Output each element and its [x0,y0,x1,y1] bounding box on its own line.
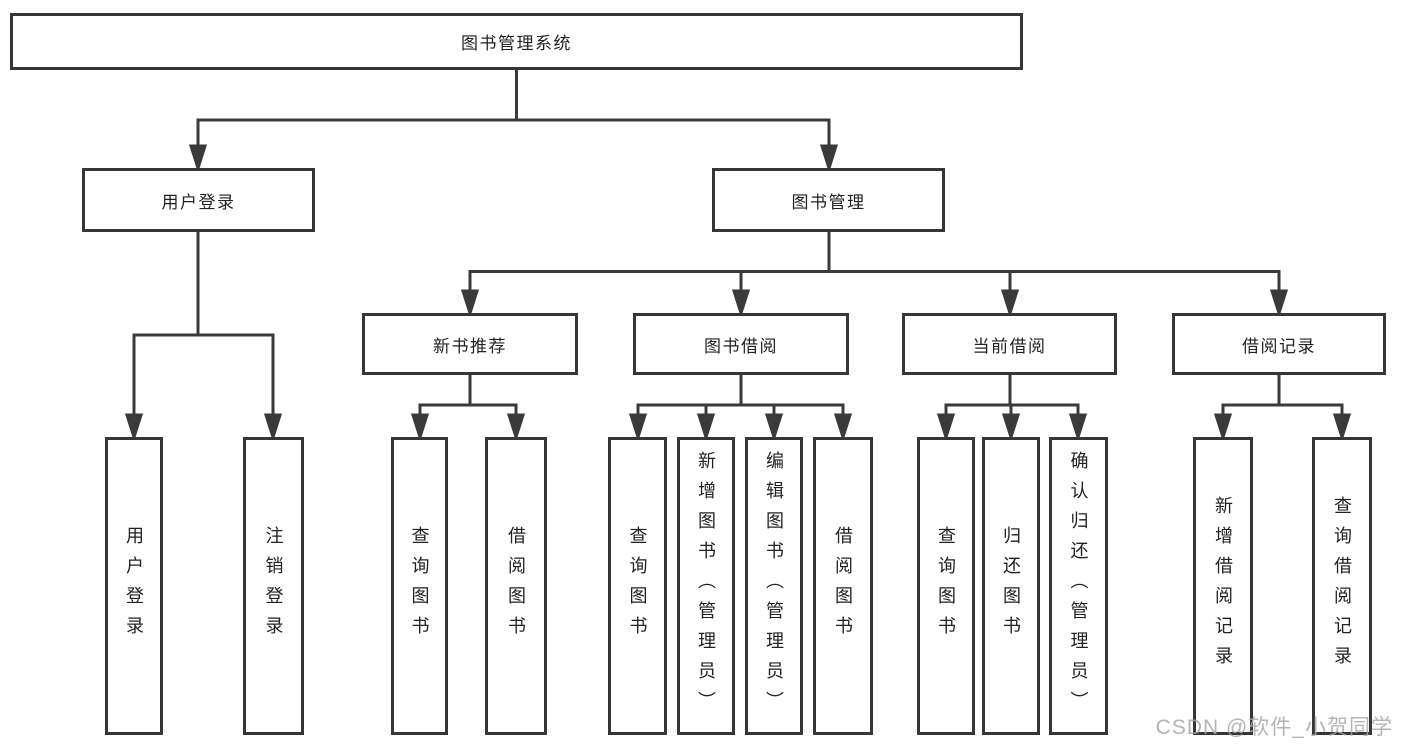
node-borrow-book-recommend: 借阅图书 [485,437,547,735]
node-user-login: 用户登录 [82,168,315,232]
node-book-management-label: 图书管理 [791,192,866,212]
node-query-borrow-record: 查询借阅记录 [1312,437,1372,735]
node-new-book-recommend-label: 新书推荐 [433,336,507,356]
node-borrowing-records-label: 借阅记录 [1242,336,1316,356]
node-borrowing-records: 借阅记录 [1172,313,1386,375]
node-confirm-return-admin-label: 确认归还（管理员） [1068,451,1089,721]
node-add-book-admin: 新增图书（管理员） [677,437,735,735]
node-user-login-action: 用户登录 [105,437,163,735]
node-borrow-book-recommend-label: 借阅图书 [506,526,526,646]
node-book-management: 图书管理 [712,168,945,232]
node-query-book-recommend-label: 查询图书 [409,526,430,646]
node-add-borrow-record: 新增借阅记录 [1193,437,1253,735]
node-logout-action-label: 注销登录 [263,526,284,646]
node-return-book: 归还图书 [982,437,1040,735]
node-root-label: 图书管理系统 [461,34,572,53]
node-add-borrow-record-label: 新增借阅记录 [1213,496,1233,676]
node-add-book-admin-label: 新增图书（管理员） [696,451,716,721]
node-query-book-borrowing: 查询图书 [608,437,667,735]
node-query-book-borrowing-label: 查询图书 [627,526,648,646]
node-user-login-label: 用户登录 [161,192,236,212]
node-edit-book-admin: 编辑图书（管理员） [745,437,803,735]
node-borrow-book-borrowing: 借阅图书 [813,437,873,735]
node-query-book-current: 查询图书 [917,437,975,735]
node-query-book-current-label: 查询图书 [936,526,956,646]
node-confirm-return-admin: 确认归还（管理员） [1049,437,1108,735]
node-borrow-book-borrowing-label: 借阅图书 [833,526,853,646]
node-return-book-label: 归还图书 [1001,526,1021,646]
node-edit-book-admin-label: 编辑图书（管理员） [764,451,784,721]
node-query-book-recommend: 查询图书 [391,437,448,735]
node-current-borrowing: 当前借阅 [902,313,1117,375]
watermark: CSDN @软件_小贺同学 [1155,716,1393,739]
node-user-login-action-label: 用户登录 [124,526,144,646]
node-new-book-recommend: 新书推荐 [362,313,578,375]
node-book-borrowing-label: 图书借阅 [704,336,778,356]
node-root: 图书管理系统 [10,13,1023,70]
node-logout-action: 注销登录 [243,437,304,735]
node-current-borrowing-label: 当前借阅 [972,336,1047,356]
node-query-borrow-record-label: 查询借阅记录 [1332,496,1352,676]
node-book-borrowing: 图书借阅 [633,313,849,375]
